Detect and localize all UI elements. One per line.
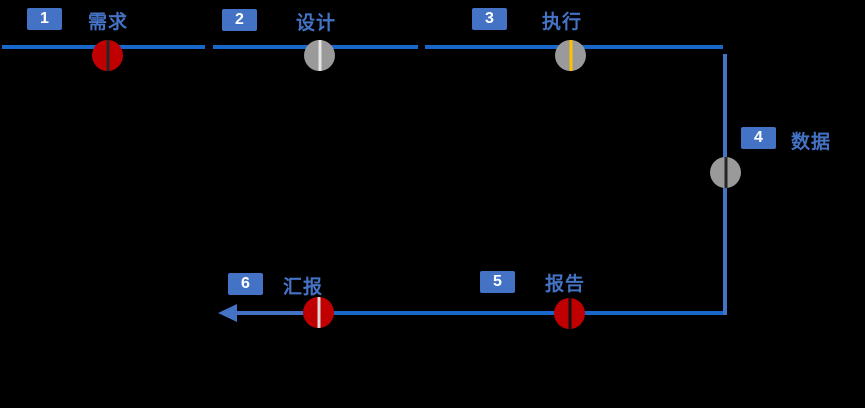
step-5-label: 报告 [545,274,586,295]
step-2-label: 设计 [296,13,337,34]
arrow-left-icon [218,304,237,322]
node-divider [318,40,321,71]
node-divider [569,40,572,71]
step-3-node-circle-icon [555,40,586,71]
node-divider [317,297,320,328]
step-3-label: 执行 [542,12,583,33]
step-6-node-circle-icon [303,297,334,328]
arrow-shaft [236,311,306,315]
step-5-badge: 5 [480,271,515,293]
step-2-node-circle-icon [304,40,335,71]
step-1-label: 需求 [88,12,129,33]
step-4-badge: 4 [741,127,776,149]
bottom-line [306,311,723,315]
node-divider [106,40,109,71]
step-6-badge: 6 [228,273,263,295]
step-1-node-circle-icon [92,40,123,71]
node-divider [568,298,571,329]
step-3-badge: 3 [472,8,507,30]
step-2-badge: 2 [222,9,257,31]
step-4-node-circle-icon [710,157,741,188]
step-6-label: 汇报 [283,277,324,298]
node-divider [724,157,727,188]
step-5-node-circle-icon [554,298,585,329]
step-4-label: 数据 [791,132,832,153]
step-1-badge: 1 [27,8,62,30]
